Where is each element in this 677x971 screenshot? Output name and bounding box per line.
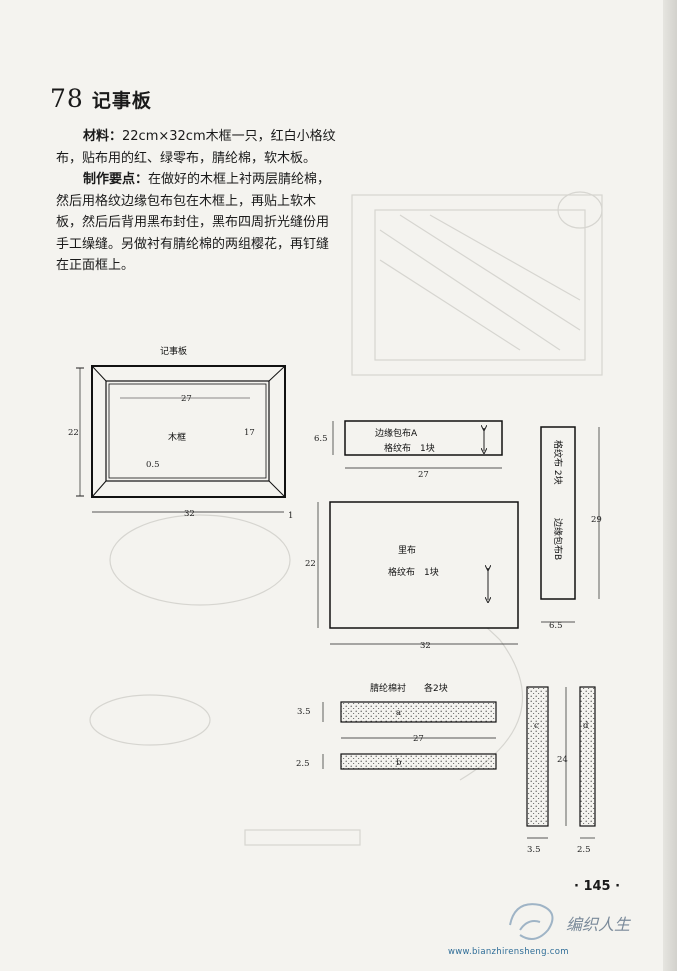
batting-cd-height: 24: [557, 755, 568, 765]
lining-width: 32: [420, 641, 431, 651]
band-b-width: 6.5: [549, 621, 563, 631]
lining-line2: 格纹布 1块: [388, 566, 439, 578]
band-b-line1: 格纹布 2块: [552, 440, 564, 485]
band-b-diagram: 格纹布 2块 边缘包布B 29 6.5: [540, 426, 602, 631]
band-b-line2: 边缘包布B: [552, 518, 564, 560]
band-a-diagram: 边缘包布A 格纹布 1块 6.5 27: [314, 420, 503, 480]
band-a-width: 27: [418, 470, 429, 480]
watermark-brand: 编织人生: [566, 915, 631, 934]
instructions: 材料：22cm×32cm木框一只，红白小格纹布，贴布用的红、绿零布，腈纶棉，软木…: [56, 126, 341, 277]
frame-edge: 1: [288, 511, 293, 521]
method-paragraph: 制作要点：在做好的木框上衬两层腈纶棉，然后用格纹边缘包布包在木框上，再贴上软木板…: [56, 169, 341, 277]
lining-line1: 里布: [398, 544, 416, 556]
frame-inner-height: 17: [244, 428, 255, 438]
bleed-through-shadow: [89, 191, 603, 846]
frame-height: 22: [68, 428, 79, 438]
batting-d-width: 2.5: [577, 845, 591, 855]
method-label: 制作要点：: [83, 172, 149, 187]
materials-label: 材料：: [83, 129, 123, 144]
lining-height: 22: [305, 559, 316, 569]
band-b-height: 29: [591, 515, 602, 525]
batting-title: 腈纶棉衬 各2块: [370, 682, 448, 694]
materials-text: 22cm×32cm木框一只，红白小格纹布，贴布用的红、绿零布，腈纶棉，软木板。: [56, 129, 336, 166]
frame-inner-width: 27: [181, 394, 192, 404]
watermark-url: www.bianzhirensheng.com: [448, 947, 569, 957]
project-title: 记事板: [91, 90, 152, 112]
batting-ab-width: 27: [413, 734, 424, 744]
batting-a-height: 3.5: [297, 707, 311, 717]
batting-b-label: b: [396, 758, 402, 768]
batting-b-height: 2.5: [296, 759, 310, 769]
page-edge: [663, 0, 677, 971]
batting-d-label: d: [583, 721, 589, 731]
materials-paragraph: 材料：22cm×32cm木框一只，红白小格纹布，贴布用的红、绿零布，腈纶棉，软木…: [56, 126, 341, 169]
frame-center-label: 木框: [168, 431, 186, 443]
page-title: 78 记事板: [50, 84, 152, 113]
batting-a-label: a: [396, 708, 401, 718]
band-a-height: 6.5: [314, 434, 328, 444]
page-number: · 145 ·: [574, 879, 621, 894]
frame-title: 记事板: [160, 345, 187, 357]
batting-c-label: c: [534, 721, 539, 731]
lining-diagram: 里布 格纹布 1块 22 32: [305, 501, 519, 651]
band-a-line2: 格纹布 1块: [384, 442, 435, 454]
project-number: 78: [50, 84, 84, 113]
method-text: 在做好的木框上衬两层腈纶棉，然后用格纹边缘包布包在木框上，再贴上软木板，然后后背…: [56, 172, 331, 273]
batting-c-width: 3.5: [527, 845, 541, 855]
frame-bevel: 0.5: [146, 460, 160, 470]
frame-width: 32: [184, 509, 195, 519]
frame-diagram: 记事板 木框 27 17 0.5 22 32 1: [68, 345, 293, 521]
watermark-logo-icon: [509, 903, 554, 940]
batting-diagram: 腈纶棉衬 各2块 a b 3.5 27 2.5 c d 24 3.5 2.5: [296, 682, 596, 855]
band-a-line1: 边缘包布A: [375, 427, 418, 439]
